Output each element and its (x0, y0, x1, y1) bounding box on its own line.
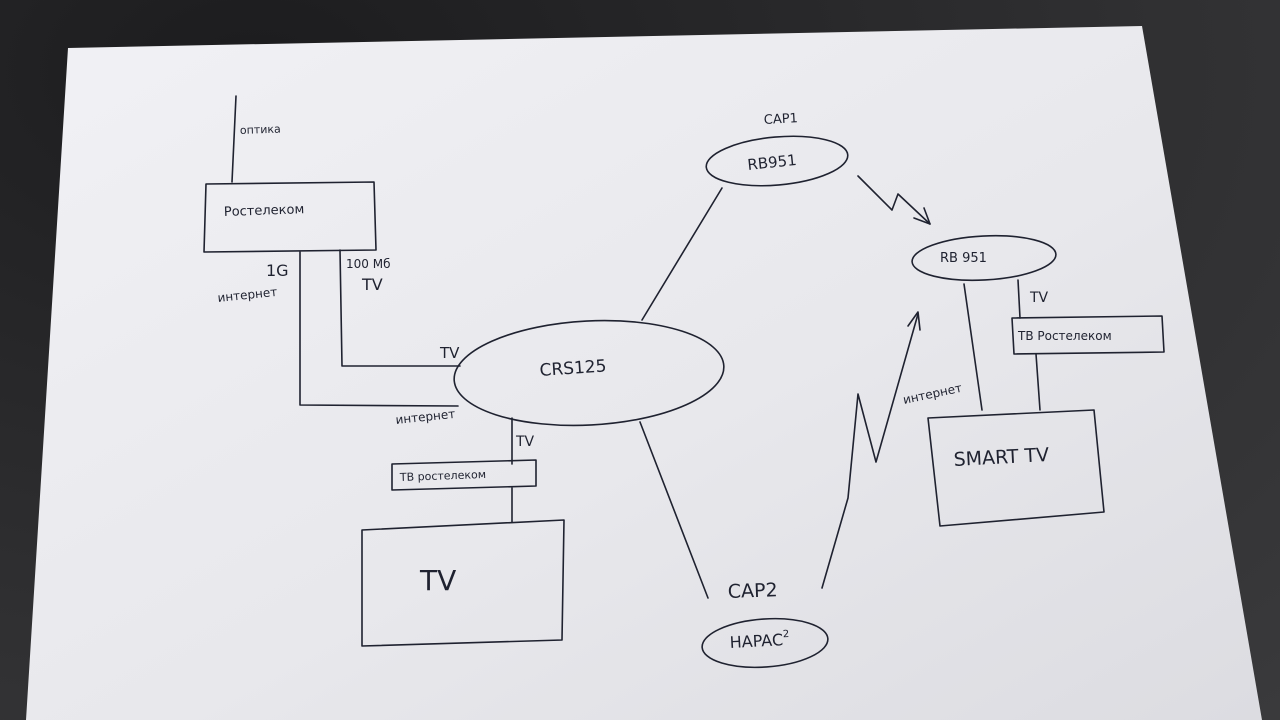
internet-wire-right (963, 283, 983, 411)
wireless-arrow-top (913, 207, 931, 225)
cap1-label: CAP1 (763, 111, 798, 128)
cap2-label: CAP2 (727, 579, 778, 603)
wireless-link-top (857, 175, 931, 225)
tv-rostelecom-label-right: ТВ Ростелеком (1017, 329, 1112, 343)
tv-wire (339, 249, 461, 367)
smart-tv-label: SMART TV (953, 444, 1050, 471)
smart-tv-screen (927, 409, 1105, 527)
rb951-top-label: RB951 (747, 151, 798, 174)
tv-rostelecom-label-left: ТВ ростелеком (399, 468, 487, 484)
crs125-node (453, 319, 725, 427)
crs-to-hapac-wire (639, 421, 709, 599)
gig-label: 1G (266, 261, 289, 280)
tv-left-screen (361, 519, 565, 647)
rb951-top-node (705, 135, 849, 187)
paper-sheet-surface (26, 26, 1262, 720)
tv-box-to-smart-tv-wire (1035, 353, 1041, 411)
tv-label-crs: TV (439, 344, 460, 362)
crs-to-rb951-wire (641, 187, 723, 321)
rb951-right-label: RB 951 (940, 251, 987, 266)
tv-left-label: TV (419, 564, 456, 597)
hapac-node (701, 617, 829, 669)
optic-line (231, 95, 237, 183)
rb951-right-node (911, 234, 1057, 282)
rostelecom-box (203, 181, 377, 253)
internet-wire (299, 251, 459, 407)
rostelecom-label: Ростелеком (224, 202, 305, 220)
wireless-arrow-bottom (907, 311, 921, 331)
mb100-label: 100 Мб (346, 257, 390, 271)
hapac-superscript: 2 (783, 629, 790, 640)
optic-label: оптика (240, 123, 281, 137)
tv-rostelecom-box-left (391, 459, 537, 491)
hapac-label: HAPAC2 (729, 629, 790, 652)
tv-label-top: TV (361, 275, 383, 294)
internet-label-bottom: интернет (395, 407, 456, 427)
tv-label-under-crs: TV (515, 434, 535, 450)
tv-wire-right (1017, 279, 1021, 319)
tv-rostelecom-box-right (1011, 315, 1165, 355)
wireless-link-bottom (821, 313, 919, 589)
tv-label-right: TV (1029, 290, 1049, 306)
crs125-label: CRS125 (539, 356, 607, 381)
internet-label-left: интернет (217, 285, 278, 305)
